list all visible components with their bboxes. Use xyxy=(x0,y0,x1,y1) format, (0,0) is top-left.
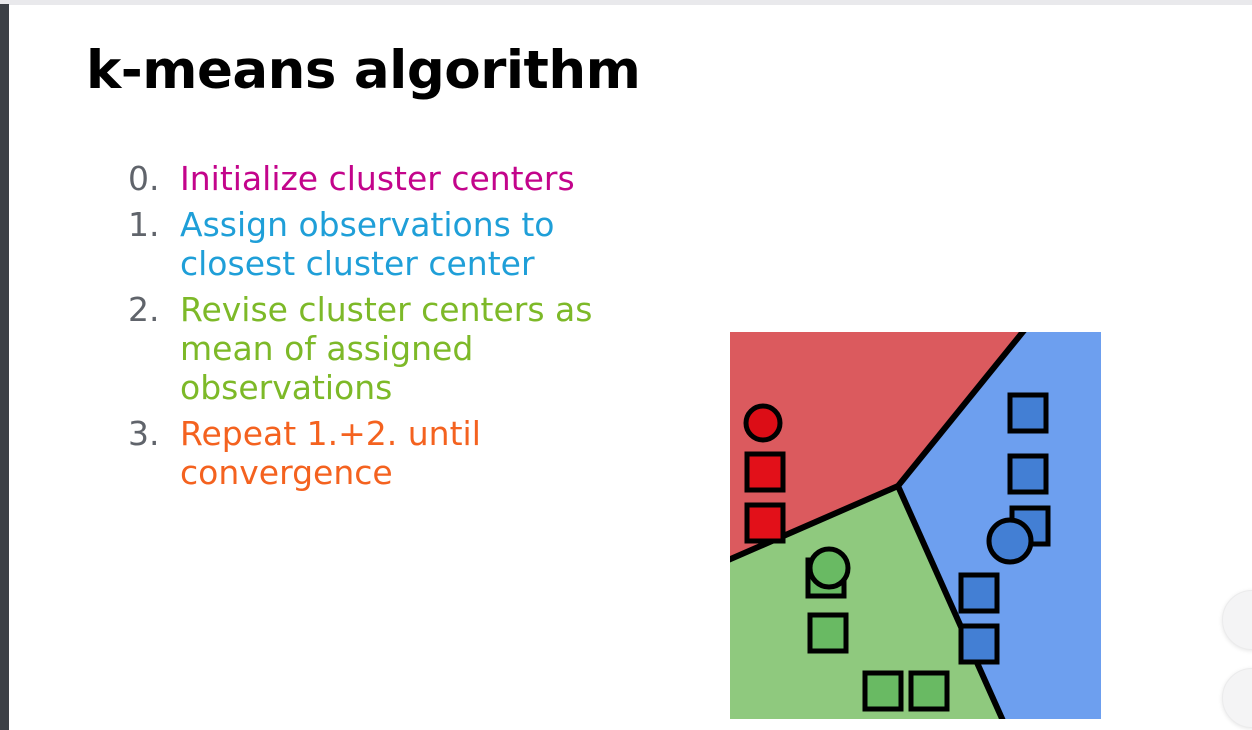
list-item: 2. Revise cluster centers as mean of ass… xyxy=(128,289,728,408)
list-item: 0. Initialize cluster centers xyxy=(128,159,728,199)
blue-square-2 xyxy=(1007,453,1049,495)
step-number: 3. xyxy=(128,413,160,453)
blue-square-5 xyxy=(958,623,1000,665)
list-item: 1. Assign observations to closest cluste… xyxy=(128,204,728,284)
list-item: 3. Repeat 1.+2. until convergence xyxy=(128,413,728,493)
green-blue-boundary xyxy=(895,484,1006,719)
page-title: k-means algorithm xyxy=(86,40,641,101)
step-text: Repeat 1.+2. until convergence xyxy=(180,413,481,492)
voronoi-diagram-svg xyxy=(730,332,1101,719)
green-square-4 xyxy=(908,670,950,712)
red-blue-boundary xyxy=(895,332,1027,488)
step-number: 1. xyxy=(128,204,160,244)
fab-scroll-down[interactable] xyxy=(1222,668,1252,728)
green-square-2 xyxy=(807,612,849,654)
blue-square-1 xyxy=(1007,392,1049,434)
top-band xyxy=(0,0,1252,5)
green-region xyxy=(730,487,1002,719)
step-text: Assign observations to closest cluster c… xyxy=(180,204,555,283)
red-square-1 xyxy=(744,451,786,493)
blue-circle-center xyxy=(986,517,1034,565)
red-green-boundary xyxy=(730,483,900,563)
green-circle-center xyxy=(807,546,851,590)
red-circle-center xyxy=(743,403,783,443)
blue-square-4 xyxy=(958,572,1000,614)
step-text: Initialize cluster centers xyxy=(180,159,575,198)
voronoi-cluster-diagram xyxy=(730,332,1101,719)
cluster-boundaries-layer xyxy=(730,332,1027,719)
green-square-3 xyxy=(862,670,904,712)
fab-scroll-up[interactable] xyxy=(1222,590,1252,650)
left-rail xyxy=(0,4,9,730)
step-number: 2. xyxy=(128,289,160,329)
red-region xyxy=(730,332,1026,559)
red-square-2 xyxy=(744,502,786,544)
step-number: 0. xyxy=(128,159,160,198)
algorithm-step-list: 0. Initialize cluster centers 1. Assign … xyxy=(128,159,728,500)
step-text: Revise cluster centers as mean of assign… xyxy=(180,289,593,407)
observations-layer xyxy=(743,392,1051,712)
